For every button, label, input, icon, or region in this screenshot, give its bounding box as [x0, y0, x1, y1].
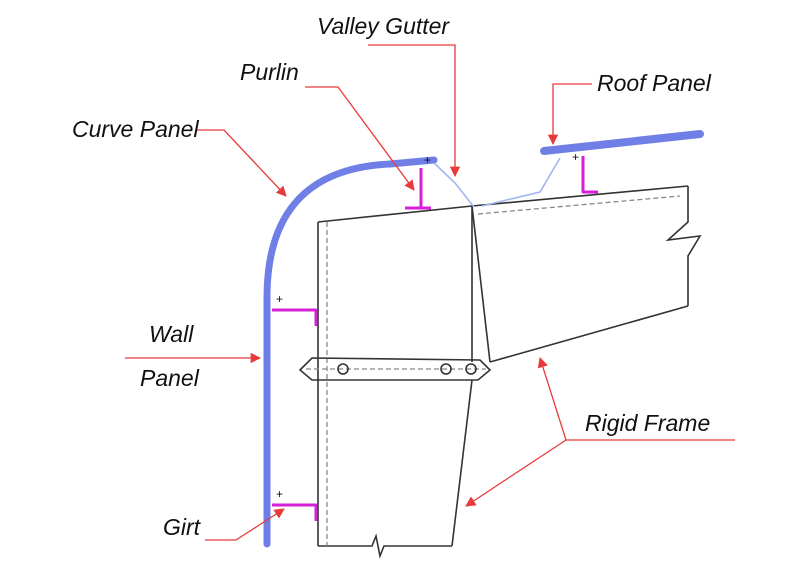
bolt: [337, 363, 349, 375]
label-curve-panel: Curve Panel: [72, 116, 199, 142]
frame-top-rafter: [317, 185, 689, 223]
label-girt: Girt: [163, 514, 202, 540]
bolt: [465, 363, 477, 375]
leader-lines: [125, 44, 735, 541]
valley-gutter: [433, 157, 561, 208]
bolt: [440, 363, 452, 375]
frame-break-line: [665, 186, 702, 306]
label-roof-panel: Roof Panel: [597, 70, 712, 96]
purlin-left: [405, 168, 431, 210]
rafter-web-dashed: [477, 195, 681, 215]
frame-inner-column: [451, 379, 473, 547]
girt-lower: [272, 503, 318, 521]
purlin-right: [581, 156, 598, 194]
curve-panel-top: [386, 156, 438, 168]
panels: [263, 130, 704, 548]
label-panel: Panel: [140, 365, 200, 391]
knee-connection: [298, 357, 492, 381]
label-purlin: Purlin: [240, 59, 299, 85]
frame-haunch-diagonal: [471, 205, 491, 363]
labels: Valley Gutter Purlin Roof Panel Curve Pa…: [72, 13, 712, 540]
gutter-right: [481, 157, 561, 207]
frame-bottom-rafter: [489, 305, 689, 363]
purlins-girts: + + + +: [272, 150, 598, 521]
girt-leader: [205, 508, 285, 541]
curve-panel: [263, 160, 394, 302]
label-valley-gutter: Valley Gutter: [317, 13, 450, 39]
purlin-fastener-mark: +: [572, 150, 579, 164]
connection-plate: [298, 357, 492, 381]
purlin-fastener-mark: +: [424, 153, 431, 167]
frame-base: [318, 533, 452, 559]
curve-panel-leader: [196, 129, 287, 197]
label-wall: Wall: [149, 321, 194, 347]
valley-gutter-leader: [368, 44, 461, 178]
girt-upper: [272, 308, 318, 326]
girt-fastener-mark: +: [276, 292, 283, 306]
rigid-frame-leader-lower: [465, 439, 567, 507]
roof-panel: [540, 130, 704, 155]
rigid-frame: [317, 185, 702, 559]
gutter-left: [433, 162, 475, 208]
girt-fastener-mark: +: [276, 487, 283, 501]
roof-panel-leader: [547, 83, 592, 146]
purlin-leader: [305, 86, 415, 191]
label-rigid-frame: Rigid Frame: [585, 410, 710, 436]
